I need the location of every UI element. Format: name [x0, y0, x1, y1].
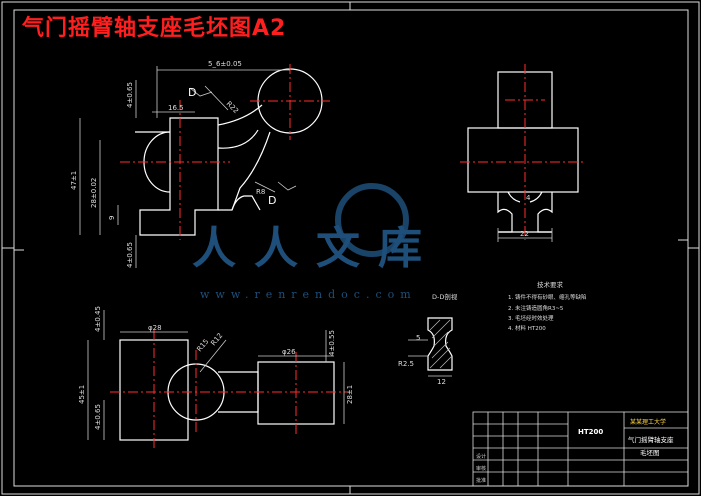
dim-right-w4: 4 [526, 194, 531, 202]
tb-row-label: 批准 [476, 477, 486, 484]
dim-bottom-left: 4±0.65 [126, 242, 134, 268]
dim-bl-top: 4±0.45 [94, 306, 102, 332]
dim-left-mid: 28±0.02 [90, 178, 98, 208]
dim-bl-mid: 4±0.65 [94, 404, 102, 430]
tb-row-label: 设计 [476, 453, 486, 460]
tech-note-item: 3. 毛坯经时效处理 [508, 314, 554, 322]
tech-note-item: 2. 未注铸造圆角R3~5 [508, 304, 564, 312]
dim-left-small: 9 [108, 216, 116, 220]
tb-row-label: 审核 [476, 465, 486, 472]
main-view [135, 68, 323, 236]
dim-inner-width: 16.5 [168, 104, 184, 112]
dim-bl-dia28: φ28 [148, 324, 162, 332]
tech-notes-heading: 技术要求 [537, 280, 564, 289]
tb-part-name: 气门摇臂轴支座 [628, 435, 674, 444]
dim-right-width: 22 [520, 230, 529, 238]
side-view-dims [497, 228, 553, 242]
main-view-centerlines [120, 64, 330, 240]
dim-left-top: 4±0.65 [126, 82, 134, 108]
section-dd [427, 317, 453, 371]
dim-r22: R22 [225, 100, 240, 115]
dim-top-width: 5_6±0.05 [208, 60, 242, 68]
section-dd-hatch [429, 319, 453, 369]
title-block [472, 411, 689, 487]
watermark-url: www.renrendoc.com [200, 288, 417, 301]
section-title: D-D剖视 [432, 292, 458, 301]
drawing-title: 气门摇臂轴支座毛坯图A2 [22, 16, 287, 41]
dim-sec-12: 12 [437, 378, 446, 386]
tb-material: HT200 [578, 428, 603, 436]
dim-bl-right-top: 4±0.55 [328, 330, 336, 356]
bottom-view [119, 339, 335, 441]
tb-school: 某某理工大学 [630, 418, 666, 426]
bottom-view-dims [87, 310, 345, 440]
dim-r8: R8 [256, 188, 265, 196]
side-view [467, 71, 579, 233]
tech-note-item: 4. 材料 HT200 [508, 324, 546, 332]
tb-sheet-name: 毛坯图 [640, 448, 660, 457]
main-view-dims [79, 66, 297, 268]
dim-sec-r25: R2.5 [398, 360, 414, 368]
dim-bl-right: 28±1 [346, 385, 354, 404]
dim-left-total: 47±1 [70, 171, 78, 190]
watermark-brand: 人人文库 [192, 223, 440, 274]
watermark-logo [335, 183, 409, 257]
section-arrow-bottom: D [268, 194, 276, 207]
dim-bl-dia26: φ26 [282, 348, 296, 356]
dim-bl-r15: R15 [195, 338, 210, 354]
section-dd-dims [408, 339, 452, 377]
bottom-view-centerlines [110, 330, 350, 450]
dim-bl-total: 45±1 [78, 385, 86, 404]
tech-note-item: 1. 铸件不得有砂眼、缩孔等缺陷 [508, 293, 587, 301]
side-view-centerlines [460, 64, 586, 240]
section-arrow-top: D [188, 86, 196, 99]
dim-sec-5: 5 [416, 334, 420, 342]
